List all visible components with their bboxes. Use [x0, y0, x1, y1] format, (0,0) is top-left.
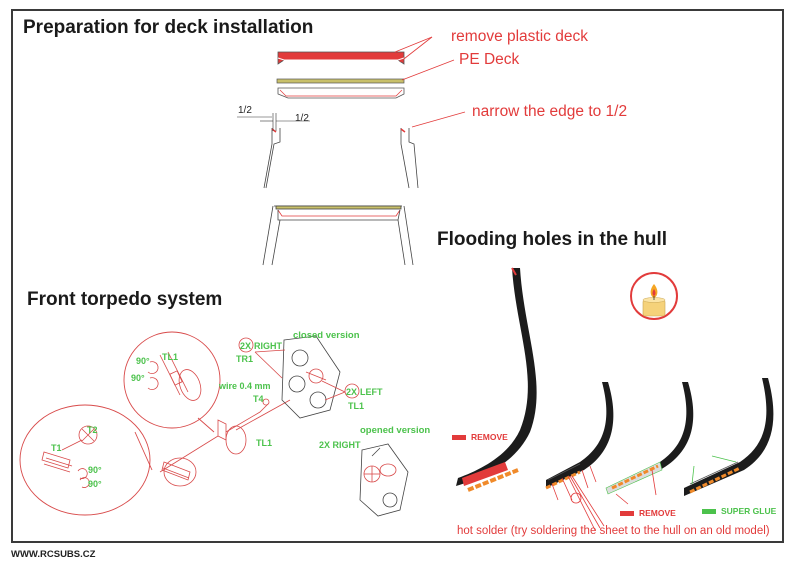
deck-base-part: [277, 87, 405, 99]
hull-profile-3: [605, 382, 694, 505]
legend-swatch-green: [702, 508, 716, 514]
legend-remove-text: REMOVE: [471, 432, 508, 442]
part-label-t4: T4: [253, 394, 264, 404]
footer-website: WWW.RCSUBS.CZ: [11, 549, 96, 560]
legend-swatch-red: [620, 510, 634, 516]
callout-pe-deck: PE Deck: [459, 51, 520, 68]
page-frame: [11, 9, 784, 543]
plastic-deck-part: [277, 51, 405, 65]
hull-sides-top: [263, 128, 419, 189]
part-label-t2: T2: [87, 425, 98, 435]
callout-arrows-deck: [394, 36, 466, 128]
angle-label: 90°: [88, 465, 102, 475]
dimension-marks: [237, 113, 310, 131]
candle-flame-icon: [630, 272, 678, 320]
part-label-tl1-main: TL1: [256, 438, 273, 448]
torpedo-section-title: Front torpedo system: [27, 289, 223, 310]
dimension-label-right: 1/2: [295, 113, 309, 124]
part-label-wire: wire 0.4 mm: [219, 381, 271, 391]
part-label-tr1: TR1: [236, 354, 254, 364]
count-label-left: 2X: [346, 387, 358, 397]
dimension-label-left: 1/2: [238, 105, 252, 116]
opened-version-label: opened version: [360, 425, 431, 436]
torpedo-detail-circle-large: [19, 404, 153, 516]
hull-profile-1: [456, 267, 537, 492]
hot-solder-note: hot solder (try soldering the sheet to t…: [457, 525, 770, 537]
angle-label: 90°: [136, 356, 150, 366]
flooding-section-title: Flooding holes in the hull: [437, 229, 668, 250]
direction-label-left: LEFT: [360, 387, 383, 397]
callout-remove-plastic-deck: remove plastic deck: [451, 28, 588, 45]
part-label-tl1-left: TL1: [348, 401, 365, 411]
pe-deck-part: [276, 78, 405, 84]
hull-profile-2: [545, 382, 614, 531]
legend-swatch-red: [452, 434, 466, 440]
legend-glue-text: SUPER GLUE: [721, 506, 777, 516]
part-label-t1: T1: [51, 443, 62, 453]
callout-narrow-edge: narrow the edge to 1/2: [472, 103, 628, 120]
deck-section-title: Preparation for deck installation: [23, 17, 314, 38]
count-label-right: 2X: [240, 341, 252, 351]
legend-remove-1: REMOVE: [452, 432, 508, 442]
legend-remove-text: REMOVE: [639, 508, 676, 518]
hull-profile-4: [684, 378, 774, 496]
closed-version-label: closed version: [293, 330, 360, 341]
legend-remove-2: REMOVE: [620, 508, 676, 518]
torpedo-parts: [41, 335, 409, 517]
direction-label-right: RIGHT: [254, 341, 282, 351]
angle-label: 90°: [88, 479, 102, 489]
part-label-tl1-detail: TL1: [162, 352, 179, 362]
assembled-deck: [262, 205, 414, 266]
angle-label: 90°: [131, 373, 145, 383]
opened-count-right: 2X RIGHT: [319, 440, 361, 450]
torpedo-detail-circle-small: [123, 331, 221, 433]
legend-super-glue: SUPER GLUE: [702, 506, 776, 516]
